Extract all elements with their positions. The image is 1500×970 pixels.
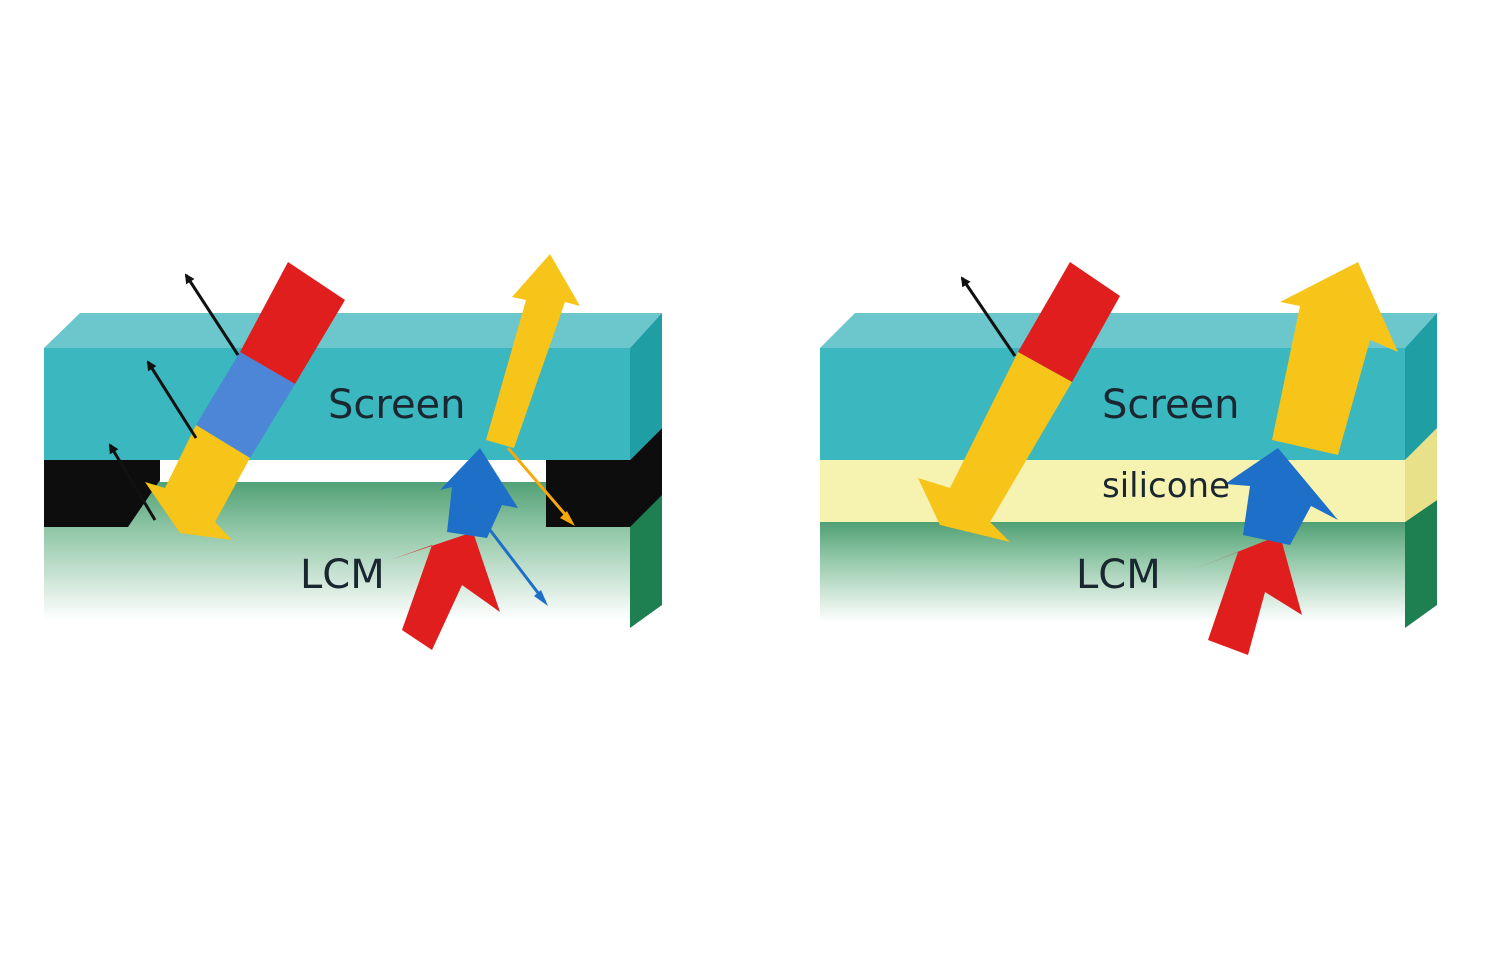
right-screen-side xyxy=(1405,313,1437,460)
left-yellow-reflection-arrow xyxy=(145,425,250,540)
left-red-arrow xyxy=(390,532,500,650)
left-bezel-left xyxy=(44,460,160,527)
left-orange-scatter-head xyxy=(560,511,575,526)
left-screen-top xyxy=(44,313,662,348)
right-lcm-side xyxy=(1405,500,1437,628)
right-red-reflection-segment xyxy=(1018,262,1120,382)
left-bezel-right xyxy=(546,428,662,527)
left-panel: Screen LCM xyxy=(44,254,662,650)
left-air-gap xyxy=(160,460,550,482)
right-lcm-label: LCM xyxy=(1076,552,1161,598)
left-screen-side xyxy=(630,313,662,460)
left-lcm-label: LCM xyxy=(300,552,385,598)
left-orange-scatter-arrow xyxy=(506,447,572,521)
left-blue-scatter-head xyxy=(534,590,548,606)
right-screen-label: Screen xyxy=(1102,382,1240,428)
left-yellow-out-arrow xyxy=(486,254,580,448)
left-blue-reflection-segment xyxy=(196,352,295,458)
left-black-arrow-1 xyxy=(184,273,240,356)
right-black-arrow xyxy=(960,276,1017,357)
right-yellow-out-arrow xyxy=(1272,262,1398,455)
left-blue-arrow xyxy=(440,448,518,538)
left-screen-label: Screen xyxy=(328,382,466,428)
left-red-reflection-segment xyxy=(240,262,345,384)
right-panel: Screen silicone LCM xyxy=(820,262,1437,655)
right-silicone-side xyxy=(1405,428,1437,522)
left-black-arrow-3 xyxy=(108,443,157,521)
right-blue-arrow xyxy=(1225,448,1338,545)
right-red-arrow xyxy=(1192,535,1302,655)
right-lcm-block xyxy=(820,522,1405,622)
right-yellow-reflection-arrow xyxy=(918,352,1072,542)
left-blue-scatter-arrow xyxy=(488,529,547,603)
right-silicone-label: silicone xyxy=(1102,466,1230,506)
right-screen-top xyxy=(820,313,1437,348)
left-black-arrow-2 xyxy=(146,360,198,439)
